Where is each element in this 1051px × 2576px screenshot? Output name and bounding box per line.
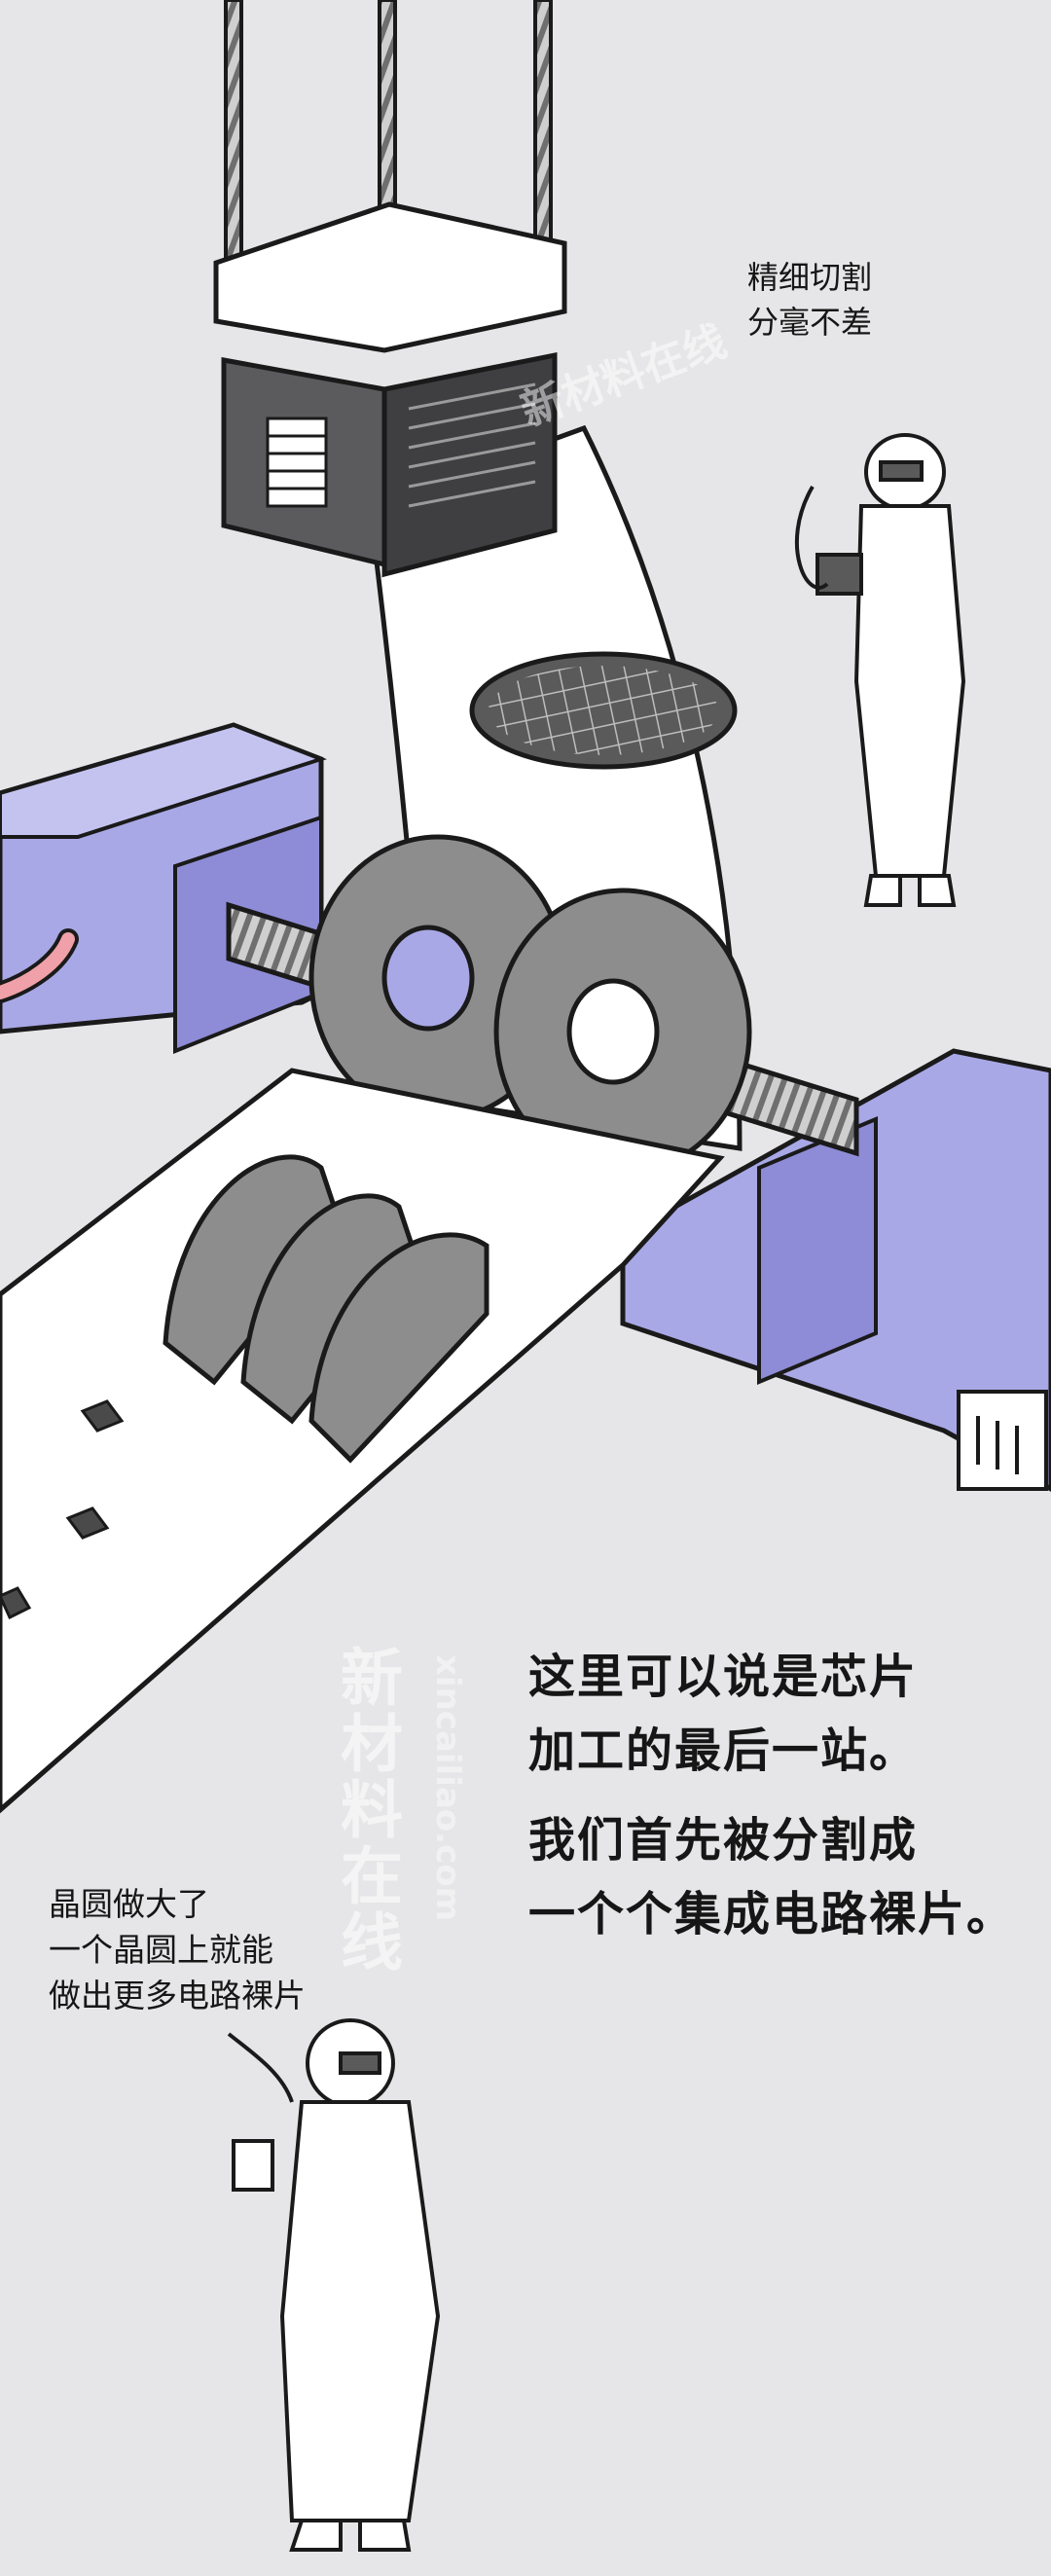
cut-dies (0, 1399, 125, 1620)
worker-figure-top (794, 433, 966, 907)
silicon-wafer (469, 651, 738, 770)
worker-figure-bottom (227, 2018, 441, 2552)
caption-precise-cutting: 精细切割 分毫不差 (747, 259, 873, 341)
caption-final-station: 这里可以说是芯片 加工的最后一站。 (528, 1650, 919, 1778)
caption-bigger-wafer: 晶圆做大了 一个晶圆上就能 做出更多电路裸片 (49, 1885, 306, 2014)
caption-divided-into-dies: 我们首先被分割成 一个个集成电路裸片。 (528, 1813, 1016, 1941)
watermark-url: xincailiao.com (428, 1654, 467, 1922)
wafer-holder-box (213, 201, 567, 578)
lower-saw-blades (163, 1154, 489, 1464)
saw-blade-2 (493, 888, 752, 1176)
watermark-text: 新材料在线 (330, 1645, 402, 1976)
